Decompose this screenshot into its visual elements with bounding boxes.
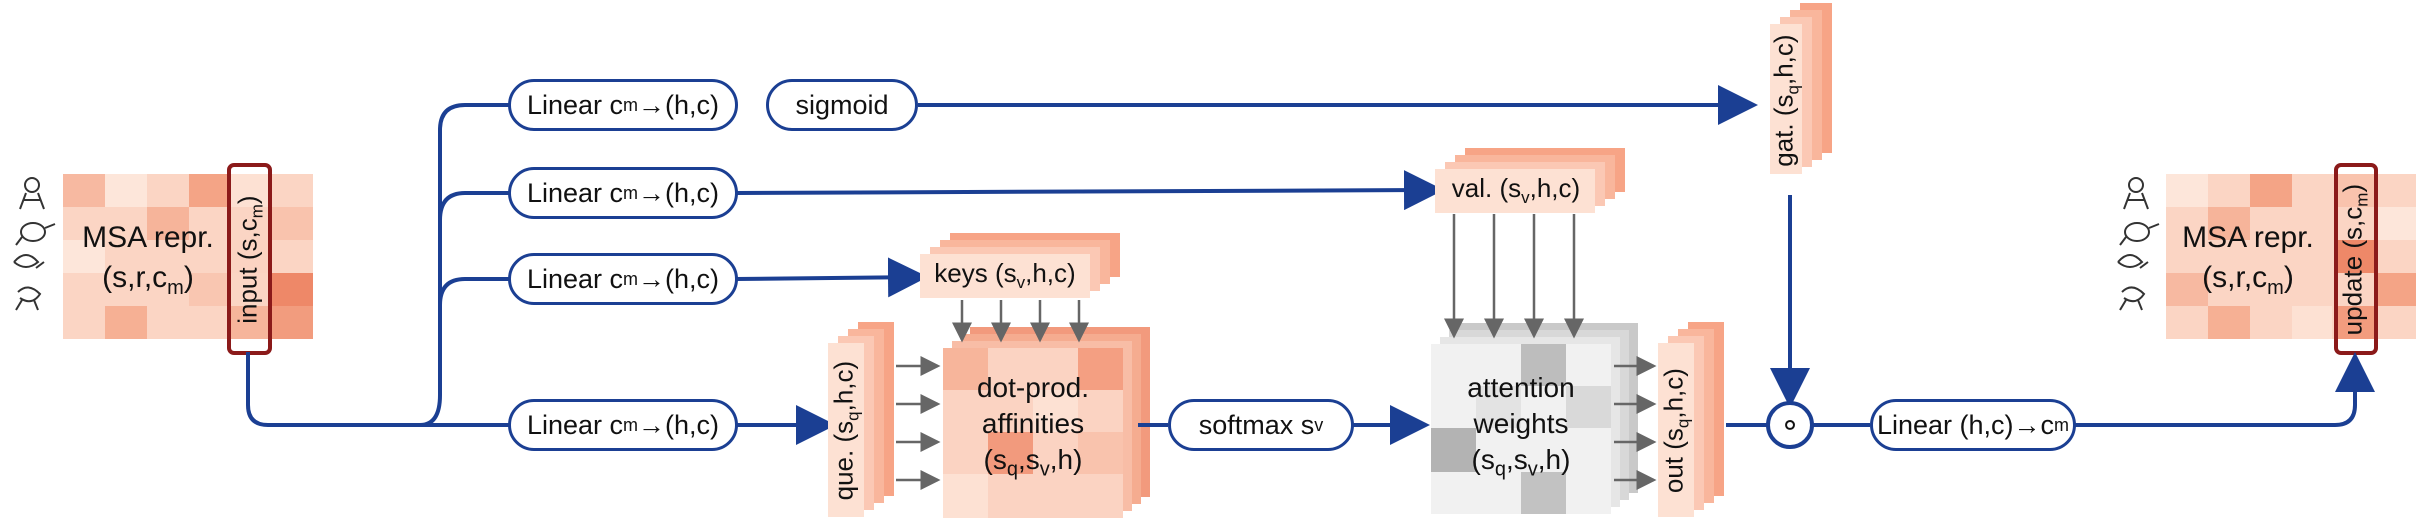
gating-operator: ∘ <box>1779 405 1801 443</box>
affinities-label: dot-prod. affinities (sq,sv,h) <box>976 372 1090 481</box>
wire-to-update <box>2074 352 2375 427</box>
arrow-to-values <box>735 170 1444 211</box>
values-tensor-label: val. (sv,h,c) <box>1451 173 1581 208</box>
gate-tensor-stack <box>1770 3 1832 174</box>
branch-wire-key <box>438 277 510 306</box>
output-msa-title: MSA repr. (s,r,cm) <box>2182 221 2314 299</box>
attention-to-output-arrows <box>1614 356 1657 490</box>
query-to-affinity-arrows <box>896 356 941 490</box>
output-tensor-stack <box>1658 322 1724 517</box>
attention-matrix-stack <box>1431 323 1638 514</box>
queries-tensor-stack <box>828 322 894 517</box>
value-to-attention-arrows <box>1444 214 1584 339</box>
output-slot-label: update (s,cm) <box>2337 183 2372 336</box>
output-species-icons <box>2117 177 2160 311</box>
main-input-wire <box>246 352 418 427</box>
input-species-icons <box>13 177 56 311</box>
sigmoid-pill: sigmoid <box>766 79 918 131</box>
branch-wire-value <box>438 191 510 221</box>
affinities-matrix-stack <box>943 327 1150 518</box>
keys-tensor-label: keys (sv,h,c) <box>934 258 1076 293</box>
branch-wire-gate <box>419 103 510 427</box>
keys-tensor-stack <box>920 233 1120 298</box>
attention-weights-label: attention weights (sq,sv,h) <box>1467 372 1575 481</box>
output-tensor-label: out (sq,h,c) <box>1658 368 1693 494</box>
input-msa-title: MSA repr. (s,r,cm) <box>82 221 214 299</box>
input-slot-label: input (s,cm) <box>232 195 267 324</box>
key-to-affinity-arrows <box>952 300 1089 343</box>
gate-tensor-label: gat. (sq,h,c) <box>1768 34 1803 167</box>
values-tensor-stack <box>1435 148 1625 213</box>
queries-tensor-label: que. (sq,h,c) <box>828 360 863 501</box>
arrow-to-keys <box>735 257 928 298</box>
